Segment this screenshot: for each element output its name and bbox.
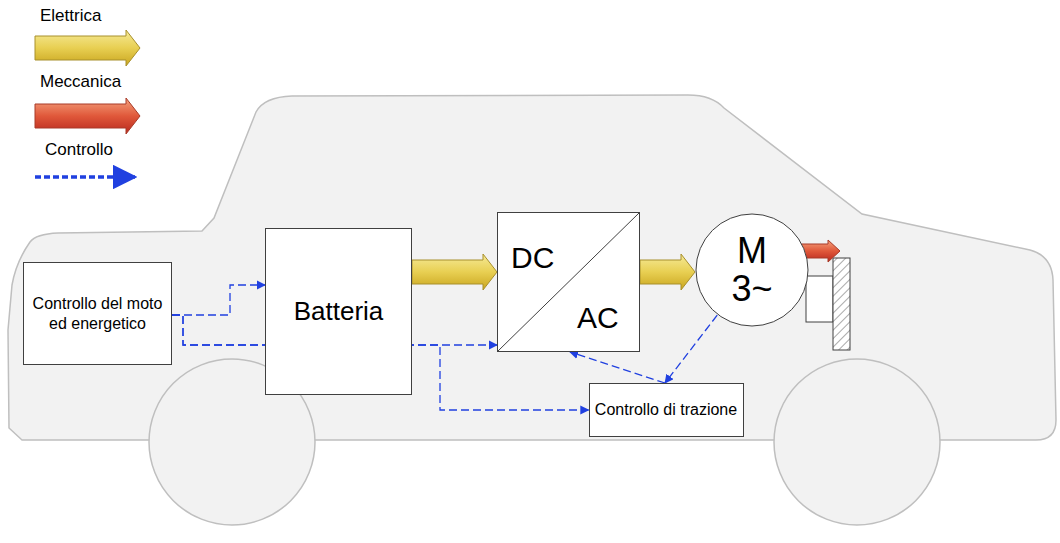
control-arrow [570,352,665,383]
motor-circle-outline [696,214,808,326]
legend-sample [35,30,140,66]
legend-label: Meccanica [40,72,121,92]
node-label: 3~ [731,270,772,308]
legend-sample [35,175,135,179]
converter-diagonal [498,213,640,352]
legend-label: Controllo [45,140,113,160]
rear-wheel [774,359,940,525]
process-box: Batteria [265,228,412,395]
node-label: M [737,232,767,270]
converter-box: DC AC [497,212,640,352]
node-label: AC [577,300,619,336]
motor-shaft [806,276,833,322]
node-label: Batteria [294,296,384,327]
node-label: Controllo di trazione [595,400,737,419]
legend-label: Elettrica [40,6,101,26]
converter-border [498,213,640,352]
node-label: Controllo del moto ed energetico [24,294,171,332]
legend-sample [35,98,140,134]
node-label: DC [511,240,554,276]
process-box: Controllo di trazione [589,383,744,437]
power-arrow [640,254,695,290]
process-box: Controllo del moto ed energetico [23,262,172,365]
power-arrow [412,254,497,290]
control-arrow [665,315,717,383]
gear-wheel [833,258,850,350]
control-arrow [172,285,265,315]
motor-circle: M3~ [695,213,809,327]
